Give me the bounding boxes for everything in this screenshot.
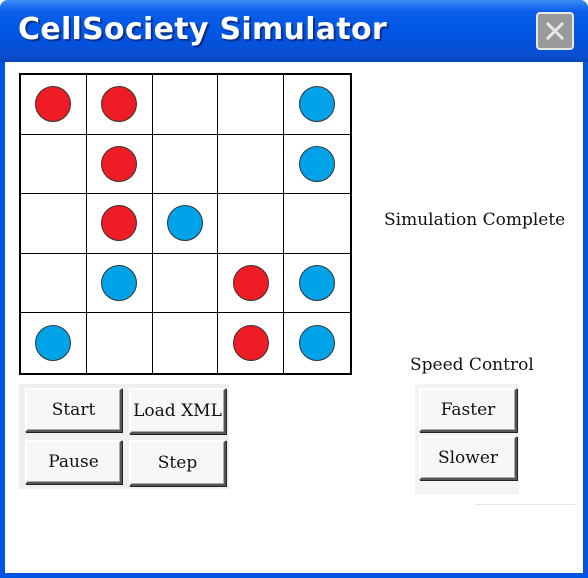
grid-cell[interactable]: [218, 75, 285, 135]
grid-cell[interactable]: [218, 194, 285, 254]
speed-control-label: Speed Control: [410, 355, 534, 375]
red-agent: [101, 86, 138, 123]
control-button-panel: Start Load XML Pause Step: [19, 384, 229, 489]
title-bar[interactable]: CellSociety Simulator: [0, 0, 588, 62]
grid-cell[interactable]: [152, 194, 219, 254]
grid-cell[interactable]: [21, 134, 87, 195]
blue-agent: [299, 265, 336, 302]
grid-cell[interactable]: [284, 254, 350, 314]
blue-agent: [166, 205, 203, 242]
grid-cell[interactable]: [21, 194, 87, 254]
simulation-grid: [19, 73, 352, 375]
grid-cell[interactable]: [218, 253, 285, 314]
grid-cell[interactable]: [153, 313, 219, 373]
faster-button[interactable]: Faster: [419, 388, 517, 432]
divider: [475, 504, 575, 505]
grid-cell[interactable]: [87, 313, 153, 373]
grid-cell[interactable]: [284, 313, 350, 373]
blue-agent: [299, 145, 336, 182]
grid-cell[interactable]: [86, 194, 153, 254]
grid-cell[interactable]: [218, 134, 285, 195]
red-agent: [101, 145, 138, 182]
grid-cell[interactable]: [21, 75, 87, 135]
red-agent: [232, 325, 269, 362]
red-agent: [35, 86, 72, 123]
blue-agent: [299, 86, 336, 123]
load-xml-button[interactable]: Load XML: [129, 388, 226, 434]
grid-cell[interactable]: [152, 75, 219, 135]
grid-cell[interactable]: [86, 253, 153, 314]
grid-cell[interactable]: [284, 75, 350, 135]
close-button[interactable]: [536, 12, 574, 50]
grid-cell[interactable]: [152, 134, 219, 195]
client-area: Start Load XML Pause Step Simulation Com…: [5, 62, 583, 573]
grid-cell[interactable]: [86, 134, 153, 195]
grid-cell[interactable]: [284, 194, 350, 254]
start-button[interactable]: Start: [25, 388, 122, 432]
blue-agent: [299, 325, 336, 362]
grid-cell[interactable]: [284, 135, 350, 195]
step-button[interactable]: Step: [129, 440, 226, 486]
close-icon: [545, 21, 565, 41]
grid-cell[interactable]: [152, 253, 219, 314]
grid-cell[interactable]: [86, 75, 153, 135]
pause-button[interactable]: Pause: [25, 440, 122, 484]
grid-cell[interactable]: [218, 313, 285, 373]
simulation-status: Simulation Complete: [384, 210, 566, 230]
blue-agent: [101, 265, 138, 302]
grid-cell[interactable]: [21, 313, 87, 373]
speed-control-panel: Faster Slower: [415, 384, 519, 494]
blue-agent: [35, 325, 72, 362]
grid-cell[interactable]: [21, 253, 87, 314]
window-title: CellSociety Simulator: [18, 12, 387, 47]
slower-button[interactable]: Slower: [419, 436, 517, 480]
red-agent: [232, 265, 269, 302]
red-agent: [101, 205, 138, 242]
